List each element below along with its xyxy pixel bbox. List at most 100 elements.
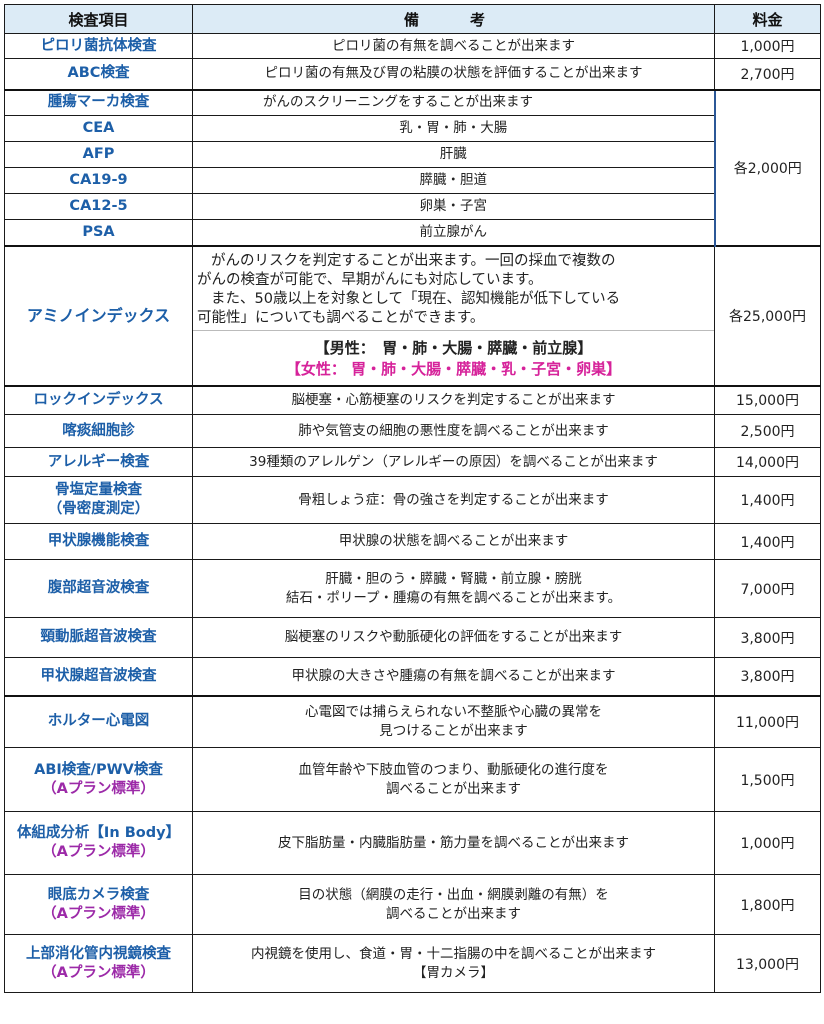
header-price: 料金 bbox=[714, 4, 821, 34]
item-name-cell: 上部消化管内視鏡検査 （Aプラン標準） bbox=[4, 934, 193, 993]
item-price: 2,700円 bbox=[714, 58, 821, 90]
table-row: ABC検査 ピロリ菌の有無及び胃の粘膜の状態を評価することが出来ます 2,700… bbox=[4, 58, 821, 90]
item-note: 甲状腺の大きさや腫瘍の有無を調べることが出来ます bbox=[192, 657, 715, 696]
item-price: 1,500円 bbox=[714, 747, 821, 812]
item-note-cell: 心電図では捕らえられない不整脈や心臓の異常を 見つけることが出来ます bbox=[192, 694, 715, 748]
amino-note-cell: がんのリスクを判定することが出来ます。一回の採血で複数の がんの検査が可能で、早… bbox=[192, 244, 715, 386]
item-name: CA19-9 bbox=[4, 167, 193, 194]
item-note: 39種類のアレルゲン（アレルギーの原因）を調べることが出来ます bbox=[192, 447, 715, 477]
item-name: 甲状腺超音波検査 bbox=[4, 657, 193, 696]
item-note-line: 見つけることが出来ます bbox=[379, 722, 528, 739]
item-name-sub: （骨密度測定） bbox=[47, 501, 150, 517]
item-price: 各25,000円 bbox=[714, 244, 821, 386]
item-price: 13,000円 bbox=[714, 934, 821, 993]
item-note: 前立腺がん bbox=[192, 219, 715, 246]
amino-desc-line: また、50歳以上を対象として「現在、認知機能が低下している bbox=[211, 290, 621, 307]
item-note-cell: 肝臓・胆のう・膵臓・腎臓・前立腺・膀胱 結石・ポリープ・腫瘍の有無を調べることが… bbox=[192, 559, 715, 618]
table-row: 眼底カメラ検査 （Aプラン標準） 目の状態（網膜の走行・出血・網膜剥離の有無）を… bbox=[4, 874, 821, 935]
item-name: ABC検査 bbox=[4, 58, 193, 90]
table-row: ホルター心電図 心電図では捕らえられない不整脈や心臓の異常を 見つけることが出来… bbox=[4, 694, 821, 748]
item-note-line: 調べることが出来ます bbox=[386, 905, 521, 922]
item-name: 頸動脈超音波検査 bbox=[4, 617, 193, 658]
item-note: 乳・胃・肺・大腸 bbox=[192, 115, 715, 142]
item-name: ロックインデックス bbox=[4, 384, 193, 415]
table-row: ロックインデックス 脳梗塞・心筋梗塞のリスクを判定することが出来ます 15,00… bbox=[4, 384, 821, 415]
item-note: 肺や気管支の細胞の悪性度を調べることが出来ます bbox=[192, 414, 715, 448]
item-name: PSA bbox=[4, 219, 193, 246]
item-name: 体組成分析【In Body】 bbox=[16, 825, 181, 841]
item-note: 脳梗塞・心筋梗塞のリスクを判定することが出来ます bbox=[192, 384, 715, 415]
table-row: PSA 前立腺がん bbox=[4, 219, 821, 246]
item-name: 眼底カメラ検査 bbox=[47, 886, 150, 903]
header-note: 備 考 bbox=[192, 4, 715, 34]
item-name: 甲状腺機能検査 bbox=[4, 523, 193, 560]
item-price: 1,400円 bbox=[714, 523, 821, 560]
table-row: 骨塩定量検査 （骨密度測定） 骨粗しょう症：骨の強さを判定することが出来ます 1… bbox=[4, 476, 821, 524]
amino-desc-line: がんのリスクを判定することが出来ます。一回の採血で複数の bbox=[211, 252, 616, 269]
item-name-sub: （Aプラン標準） bbox=[42, 780, 155, 797]
item-name-sub: （Aプラン標準） bbox=[42, 964, 155, 981]
item-price: 2,500円 bbox=[714, 414, 821, 448]
item-price: 1,000円 bbox=[714, 33, 821, 59]
item-note: 甲状腺の状態を調べることが出来ます bbox=[192, 523, 715, 560]
item-note: ピロリ菌の有無を調べることが出来ます bbox=[192, 33, 715, 59]
item-name: 喀痰細胞診 bbox=[4, 414, 193, 448]
table-row: 上部消化管内視鏡検査 （Aプラン標準） 内視鏡を使用し、食道・胃・十二指腸の中を… bbox=[4, 934, 821, 993]
item-price: 15,000円 bbox=[714, 384, 821, 415]
item-note-cell: 目の状態（網膜の走行・出血・網膜剥離の有無）を 調べることが出来ます bbox=[192, 874, 715, 935]
item-note-line: 結石・ポリープ・腫瘍の有無を調べることが出来ます。 bbox=[285, 589, 622, 606]
table-row: 頸動脈超音波検査 脳梗塞のリスクや動脈硬化の評価をすることが出来ます 3,800… bbox=[4, 617, 821, 658]
item-name: CEA bbox=[4, 115, 193, 142]
item-note-line: 内視鏡を使用し、食道・胃・十二指腸の中を調べることが出来ます bbox=[251, 945, 656, 962]
item-name: 骨塩定量検査 bbox=[55, 482, 142, 498]
table-row: ABI検査/PWV検査 （Aプラン標準） 血管年齢や下肢血管のつまり、動脈硬化の… bbox=[4, 747, 821, 812]
item-note-line: 目の状態（網膜の走行・出血・網膜剥離の有無）を bbox=[298, 886, 609, 903]
item-name: アレルギー検査 bbox=[4, 447, 193, 477]
item-price: 14,000円 bbox=[714, 447, 821, 477]
item-name-cell: ABI検査/PWV検査 （Aプラン標準） bbox=[4, 747, 193, 812]
table-row: 体組成分析【In Body】 （Aプラン標準） 皮下脂肪量・内臓脂肪量・筋力量を… bbox=[4, 811, 821, 875]
item-note: 膵臓・胆道 bbox=[192, 167, 715, 194]
item-note-line: 肝臓・胆のう・膵臓・腎臓・前立腺・膀胱 bbox=[325, 570, 582, 587]
amino-female-targets: 【女性： 胃・肺・大腸・膵臓・乳・子宮・卵巣】 bbox=[285, 359, 622, 378]
table-header-row: 検査項目 備 考 料金 bbox=[4, 4, 821, 34]
item-price: 1,800円 bbox=[714, 874, 821, 935]
item-name-sub: （Aプラン標準） bbox=[42, 844, 155, 860]
item-name: ホルター心電図 bbox=[4, 694, 193, 748]
item-name: ABI検査/PWV検査 bbox=[34, 761, 163, 778]
table-row: 喀痰細胞診 肺や気管支の細胞の悪性度を調べることが出来ます 2,500円 bbox=[4, 414, 821, 448]
item-note: 肝臓 bbox=[192, 141, 715, 168]
amino-description: がんのリスクを判定することが出来ます。一回の採血で複数の がんの検査が可能で、早… bbox=[193, 249, 714, 331]
item-price: 1,400円 bbox=[714, 476, 821, 524]
table-row: ピロリ菌抗体検査 ピロリ菌の有無を調べることが出来ます 1,000円 bbox=[4, 33, 821, 59]
item-price: 7,000円 bbox=[714, 559, 821, 618]
table-row: CA12-5 卵巣・子宮 bbox=[4, 193, 821, 220]
table-row: 甲状腺超音波検査 甲状腺の大きさや腫瘍の有無を調べることが出来ます 3,800円 bbox=[4, 657, 821, 696]
item-note-line: 調べることが出来ます bbox=[386, 780, 521, 797]
item-note: 骨粗しょう症：骨の強さを判定することが出来ます bbox=[192, 476, 715, 524]
item-note: 脳梗塞のリスクや動脈硬化の評価をすることが出来ます bbox=[192, 617, 715, 658]
item-note: がんのスクリーニングをすることが出来ます bbox=[192, 88, 715, 116]
item-name: ピロリ菌抗体検査 bbox=[4, 33, 193, 59]
item-name: アミノインデックス bbox=[4, 244, 193, 386]
table-row: CEA 乳・胃・肺・大腸 bbox=[4, 115, 821, 142]
item-note: 卵巣・子宮 bbox=[192, 193, 715, 220]
item-note-line: 【胃カメラ】 bbox=[413, 964, 494, 981]
item-price: 11,000円 bbox=[714, 694, 821, 748]
item-note: ピロリ菌の有無及び胃の粘膜の状態を評価することが出来ます bbox=[192, 58, 715, 90]
table-row: 甲状腺機能検査 甲状腺の状態を調べることが出来ます 1,400円 bbox=[4, 523, 821, 560]
table-row: AFP 肝臓 bbox=[4, 141, 821, 168]
amino-male-targets: 【男性： 胃・肺・大腸・膵臓・前立腺】 bbox=[314, 338, 593, 357]
table-row: アレルギー検査 39種類のアレルゲン（アレルギーの原因）を調べることが出来ます … bbox=[4, 447, 821, 477]
item-note-line: 血管年齢や下肢血管のつまり、動脈硬化の進行度を bbox=[298, 761, 609, 778]
table-row: アミノインデックス がんのリスクを判定することが出来ます。一回の採血で複数の が… bbox=[4, 244, 821, 386]
exam-price-table: 検査項目 備 考 料金 ピロリ菌抗体検査 ピロリ菌の有無を調べることが出来ます … bbox=[4, 4, 821, 993]
table-row: 腫瘍マーカ検査 がんのスクリーニングをすることが出来ます 各2,000円 bbox=[4, 88, 821, 246]
item-price: 1,000円 bbox=[714, 811, 821, 875]
item-name-sub: （Aプラン標準） bbox=[42, 905, 155, 922]
item-note: 皮下脂肪量・内臓脂肪量・筋力量を調べることが出来ます bbox=[192, 811, 715, 875]
item-name: 腫瘍マーカ検査 bbox=[4, 88, 193, 116]
item-name-cell: 体組成分析【In Body】 （Aプラン標準） bbox=[4, 811, 193, 875]
tumor-marker-price: 各2,000円 bbox=[713, 88, 821, 246]
item-note-cell: 内視鏡を使用し、食道・胃・十二指腸の中を調べることが出来ます 【胃カメラ】 bbox=[192, 934, 715, 993]
